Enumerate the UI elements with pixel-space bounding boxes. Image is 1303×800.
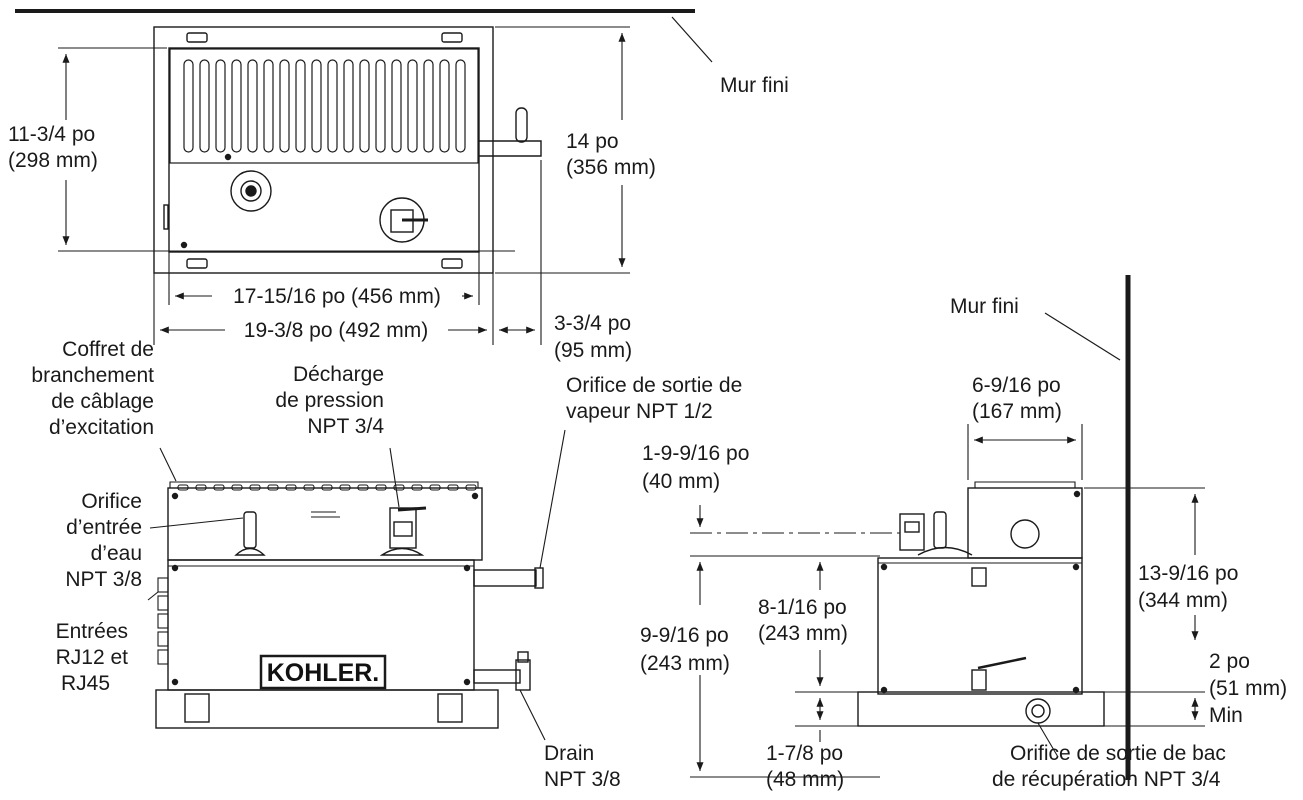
- label-dim-13-9-16-in: 13-9/16 po: [1138, 562, 1238, 585]
- label-orifice-vapeur-2: vapeur NPT 1/2: [566, 400, 713, 423]
- label-drain-2: NPT 3/8: [544, 768, 621, 791]
- labels: Mur fini 11-3/4 po (298 mm) 14 po (356 m…: [8, 74, 1287, 791]
- steam-outlet-pipe-front: [473, 569, 537, 587]
- label-coffret-1: Coffret de: [62, 338, 154, 361]
- label-coffret-4: d’excitation: [49, 416, 154, 439]
- drip-pan-front: [155, 689, 499, 729]
- side-view: [857, 275, 1131, 780]
- label-mur-fini-right: Mur fini: [950, 295, 1019, 318]
- label-orifice-eau-2: d’entrée: [66, 516, 142, 539]
- label-dim-8-1-16-in: 8-1/16 po: [758, 596, 847, 619]
- label-dim-13-9-16-mm: (344 mm): [1138, 589, 1228, 612]
- drip-pan-side: [857, 691, 1105, 727]
- label-dim-1-9-9-16-in: 1-9-9/16 po: [642, 442, 749, 465]
- label-dim-1-7-8-in: 1-7/8 po: [766, 742, 843, 765]
- label-dim-14-in: 14 po: [566, 130, 619, 153]
- rj-ports: [157, 577, 169, 665]
- label-orifice-eau-1: Orifice: [81, 490, 142, 513]
- label-orifice-bac-2: de récupération NPT 3/4: [992, 768, 1221, 791]
- vent-grille: [169, 48, 479, 164]
- label-dim-2-min: Min: [1209, 704, 1243, 727]
- pressure-relief-valve: [379, 547, 425, 556]
- label-dim-2-mm: (51 mm): [1209, 677, 1287, 700]
- label-dim-6-9-16-in: 6-9/16 po: [972, 374, 1061, 397]
- vent-slots: [183, 59, 466, 153]
- top-view-dimensions: [58, 26, 630, 345]
- label-mur-fini-top: Mur fini: [720, 74, 789, 97]
- water-inlet-fitting: [234, 547, 266, 556]
- label-drain-1: Drain: [544, 742, 594, 765]
- label-orifice-bac-1: Orifice de sortie de bac: [1010, 742, 1226, 765]
- control-box-ridges: [177, 484, 477, 491]
- label-entrees-2: RJ12 et: [56, 646, 129, 669]
- kohler-logo-text: KOHLER.: [267, 659, 380, 687]
- water-inlet-fitting-top: [230, 170, 272, 212]
- drain-fitting: [473, 669, 521, 684]
- label-dim-11-3-4-in: 11-3/4 po: [8, 123, 95, 146]
- steam-outlet-pipe-top: [479, 140, 542, 157]
- label-dim-17-15-16: 17-15/16 po (456 mm): [233, 285, 441, 308]
- mounting-plate: [153, 26, 494, 274]
- side-view-dimensions: [690, 424, 1205, 778]
- label-dim-11-3-4-mm: (298 mm): [8, 149, 98, 172]
- label-coffret-2: branchement: [31, 364, 154, 387]
- tank-body-side: [877, 557, 1083, 695]
- label-dim-3-3-4-in: 3-3/4 po: [554, 312, 631, 335]
- label-dim-1-7-8-mm: (48 mm): [766, 768, 844, 791]
- top-view: [15, 9, 713, 274]
- label-dim-9-9-16-in: 9-9/16 po: [640, 624, 729, 647]
- label-dim-19-3-8: 19-3/8 po (492 mm): [244, 319, 428, 342]
- label-decharge-3: NPT 3/4: [307, 415, 384, 438]
- leader-mur-fini-right: [1044, 312, 1121, 361]
- drain-valve-side: [971, 669, 987, 691]
- label-dim-14-mm: (356 mm): [566, 156, 656, 179]
- label-dim-3-3-4-mm: (95 mm): [554, 339, 632, 362]
- leader-mur-fini-top: [671, 16, 713, 63]
- label-decharge-1: Décharge: [293, 363, 384, 386]
- label-decharge-2: de pression: [275, 389, 384, 412]
- label-entrees-3: RJ45: [61, 672, 110, 695]
- label-entrees-1: Entrées: [56, 620, 128, 643]
- label-dim-1-9-9-16-mm: (40 mm): [642, 470, 720, 493]
- side-fittings: [917, 546, 973, 556]
- front-view: [155, 481, 544, 729]
- label-dim-6-9-16-mm: (167 mm): [972, 400, 1062, 423]
- kohler-logo: KOHLER.: [259, 654, 387, 690]
- label-dim-2-in: 2 po: [1209, 650, 1250, 673]
- front-view-leaders: [147, 429, 566, 741]
- label-orifice-eau-3: d’eau: [91, 542, 142, 565]
- drip-pan-outlet: [1025, 698, 1051, 724]
- label-orifice-eau-4: NPT 3/8: [65, 568, 142, 591]
- label-coffret-3: de câblage: [51, 390, 154, 413]
- label-orifice-vapeur-1: Orifice de sortie de: [566, 374, 742, 397]
- control-box-front: [167, 487, 483, 561]
- label-dim-9-9-16-mm: (243 mm): [640, 652, 730, 675]
- label-dim-8-1-16-mm: (243 mm): [758, 622, 848, 645]
- unit-body-top: [168, 47, 480, 253]
